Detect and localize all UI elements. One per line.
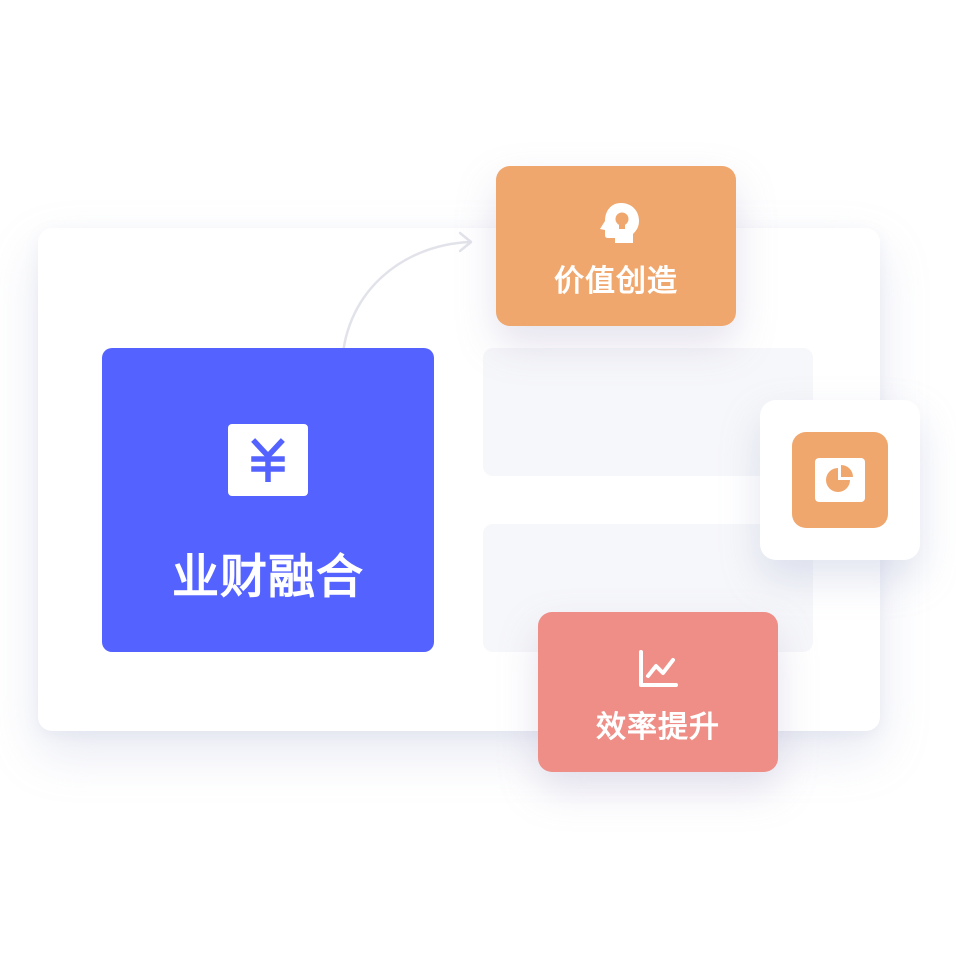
main-title: 业财融合 <box>172 550 364 605</box>
yen-icon-box <box>228 424 308 496</box>
curved-arrow <box>340 231 473 372</box>
placeholder-block-top <box>483 348 813 476</box>
head-lightbulb-icon <box>600 203 639 243</box>
pie-chart-icon-box <box>792 432 888 528</box>
value-creation-tile: 价值创造 <box>496 166 736 326</box>
value-creation-label: 价值创造 <box>554 264 678 299</box>
yen-icon <box>251 438 285 482</box>
pie-chart-card <box>760 400 920 560</box>
efficiency-label: 效率提升 <box>596 710 720 745</box>
line-chart-icon <box>639 650 678 687</box>
business-finance-tile: 业财融合 <box>102 348 434 652</box>
efficiency-tile: 效率提升 <box>538 612 778 772</box>
pie-chart-icon <box>815 458 865 502</box>
